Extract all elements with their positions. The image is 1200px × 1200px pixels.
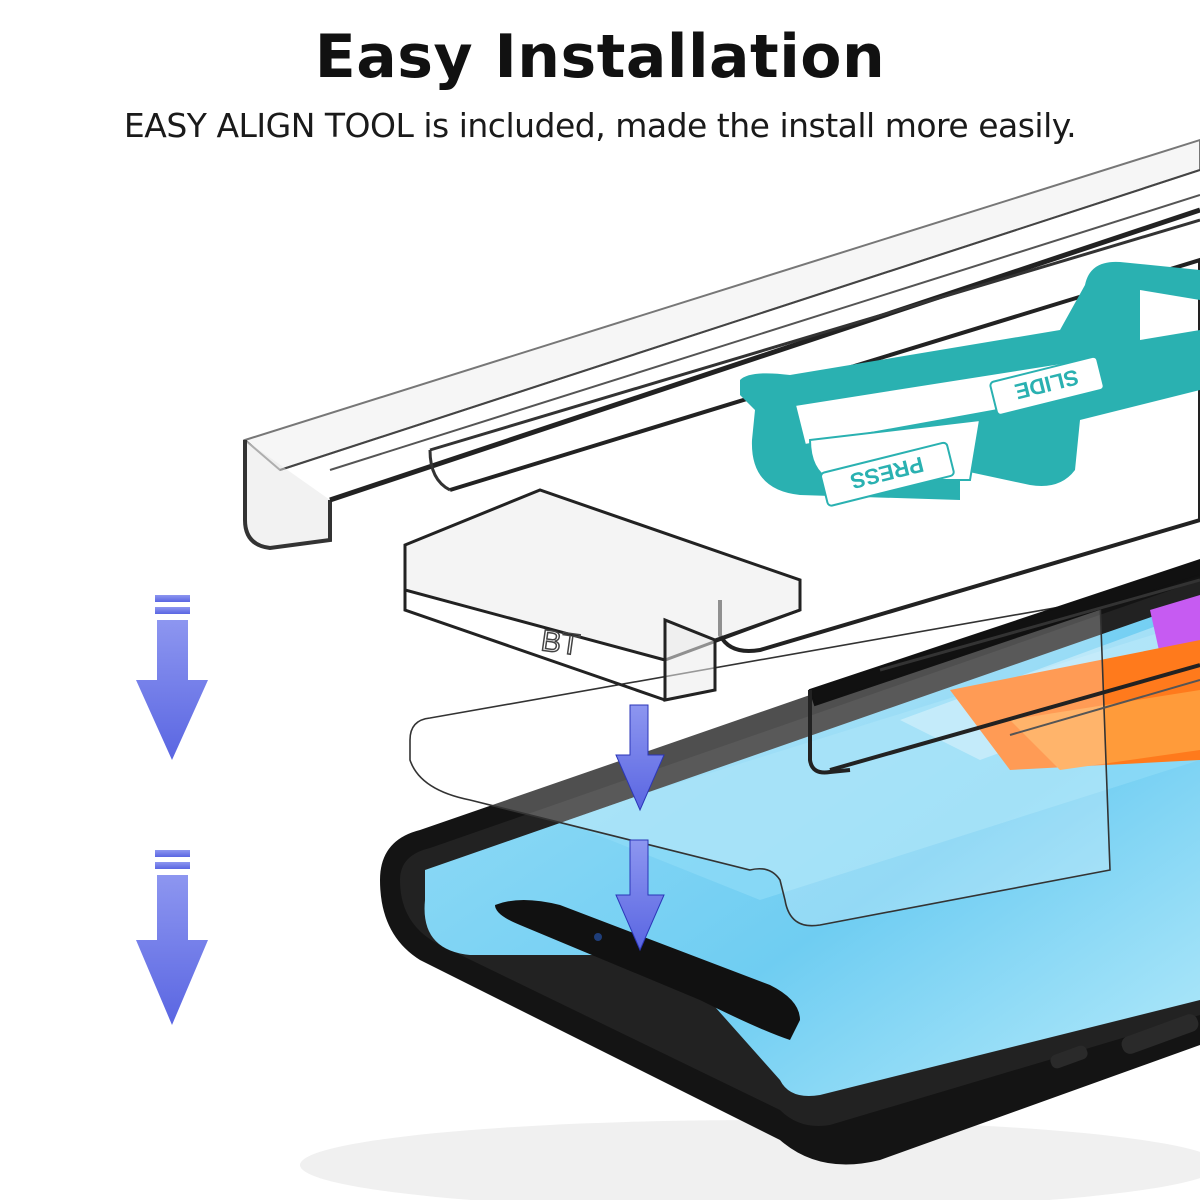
slide-press-tab[interactable]: SLIDE PRESS — [740, 261, 1200, 507]
side-button — [1121, 1014, 1199, 1054]
front-camera — [594, 933, 602, 941]
align-tool-frame — [242, 138, 1200, 775]
page-subtitle: EASY ALIGN TOOL is included, made the in… — [123, 106, 1077, 145]
arrow-down-icon — [136, 850, 208, 1025]
tool-logo-emboss: BT — [539, 624, 582, 662]
arrow-down-icon — [615, 839, 665, 952]
page-title: Easy Installation — [314, 22, 886, 92]
arrow-down-icon — [136, 595, 208, 760]
screen-protector-glass — [409, 599, 1111, 927]
volume-button — [1050, 1045, 1088, 1069]
arrow-down-icon — [615, 704, 665, 812]
phone-notch — [495, 900, 800, 1040]
phone-shadow — [300, 1120, 1200, 1200]
